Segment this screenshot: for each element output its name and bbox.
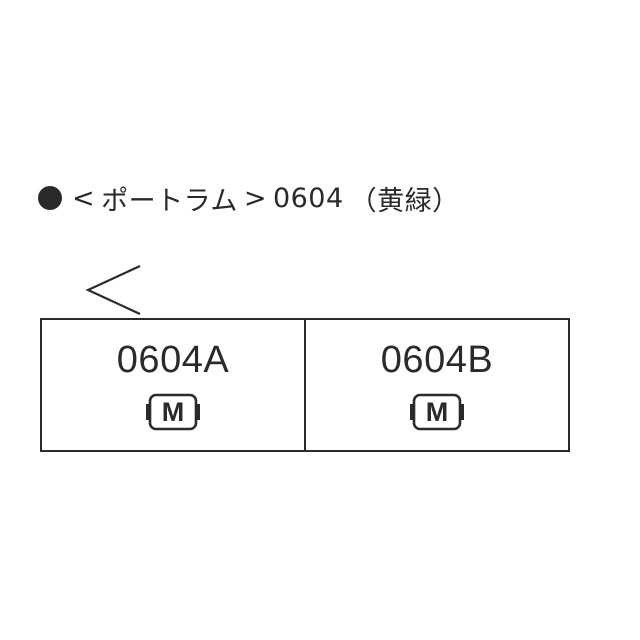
heading-open-bracket: <	[72, 182, 96, 214]
car-label: 0604A	[116, 339, 230, 381]
heading-series-name: ポートラム	[101, 185, 238, 217]
heading-close-bracket: >	[243, 182, 267, 214]
heading-car-number: 0604	[272, 182, 344, 214]
car-0604a: 0604A M	[42, 320, 304, 450]
motor-badge-icon: M	[409, 392, 465, 432]
bullet-icon	[38, 186, 62, 210]
motor-badge-icon: M	[145, 392, 201, 432]
train-formation: 0604A M 0604B M	[40, 318, 570, 452]
heading-livery: （黄緑）	[349, 185, 460, 217]
direction-arrow-icon	[85, 265, 141, 315]
motor-badge-letter: M	[425, 397, 449, 427]
motor-badge-letter: M	[161, 397, 185, 427]
car-label: 0604B	[380, 339, 494, 381]
formation-heading: < ポートラム > 0604 （黄緑）	[38, 178, 466, 218]
car-0604b: 0604B M	[304, 320, 568, 450]
